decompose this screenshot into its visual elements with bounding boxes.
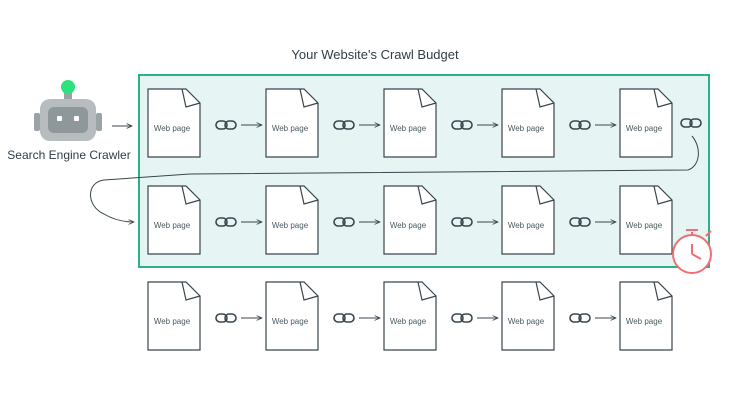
- web-page-label: Web page: [508, 221, 545, 230]
- web-page-document: Web page: [619, 281, 673, 351]
- chain-link-icon: [680, 118, 702, 128]
- web-page-document: Web page: [147, 185, 201, 255]
- web-page-document: Web page: [383, 185, 437, 255]
- web-page-label: Web page: [154, 317, 191, 326]
- web-page-document: Web page: [501, 281, 555, 351]
- web-page-document: Web page: [265, 185, 319, 255]
- web-page-document: Web page: [383, 281, 437, 351]
- chain-link-icon: [215, 217, 237, 227]
- chain-link-icon: [215, 120, 237, 130]
- chain-link-icon: [569, 313, 591, 323]
- web-page-label: Web page: [154, 124, 191, 133]
- web-page-document: Web page: [147, 88, 201, 158]
- web-page-label: Web page: [272, 124, 309, 133]
- web-page-document: Web page: [147, 281, 201, 351]
- web-page-document: Web page: [619, 185, 673, 255]
- row-wrap-connector: [90, 135, 699, 222]
- crawler-label: Search Engine Crawler: [7, 148, 131, 162]
- chain-link-icon: [333, 217, 355, 227]
- chain-link-icon: [333, 120, 355, 130]
- web-page-document: Web page: [383, 88, 437, 158]
- chain-link-icon: [569, 217, 591, 227]
- web-page-document: Web page: [265, 88, 319, 158]
- web-page-label: Web page: [508, 317, 545, 326]
- web-page-label: Web page: [390, 221, 427, 230]
- page-row: Web page Web page Web page Web page Web page: [147, 185, 673, 255]
- web-page-label: Web page: [272, 317, 309, 326]
- chain-link-icon: [569, 120, 591, 130]
- web-page-label: Web page: [508, 124, 545, 133]
- chain-link-icon: [215, 313, 237, 323]
- stopwatch-icon: [672, 229, 712, 274]
- web-page-document: Web page: [501, 88, 555, 158]
- chain-link-icon: [451, 217, 473, 227]
- page-row: Web page Web page Web page Web page Web page: [147, 88, 702, 158]
- web-page-label: Web page: [390, 317, 427, 326]
- web-page-document: Web page: [619, 88, 673, 158]
- web-page-label: Web page: [390, 124, 427, 133]
- diagram-title: Your Website's Crawl Budget: [291, 47, 459, 62]
- web-page-document: Web page: [265, 281, 319, 351]
- chain-link-icon: [333, 313, 355, 323]
- web-page-label: Web page: [626, 124, 663, 133]
- web-page-label: Web page: [626, 317, 663, 326]
- web-page-document: Web page: [501, 185, 555, 255]
- web-page-label: Web page: [154, 221, 191, 230]
- robot-icon: [34, 80, 102, 141]
- chain-link-icon: [451, 120, 473, 130]
- web-page-label: Web page: [272, 221, 309, 230]
- page-row: Web page Web page Web page Web page Web page: [147, 281, 673, 351]
- chain-link-icon: [451, 313, 473, 323]
- web-page-label: Web page: [626, 221, 663, 230]
